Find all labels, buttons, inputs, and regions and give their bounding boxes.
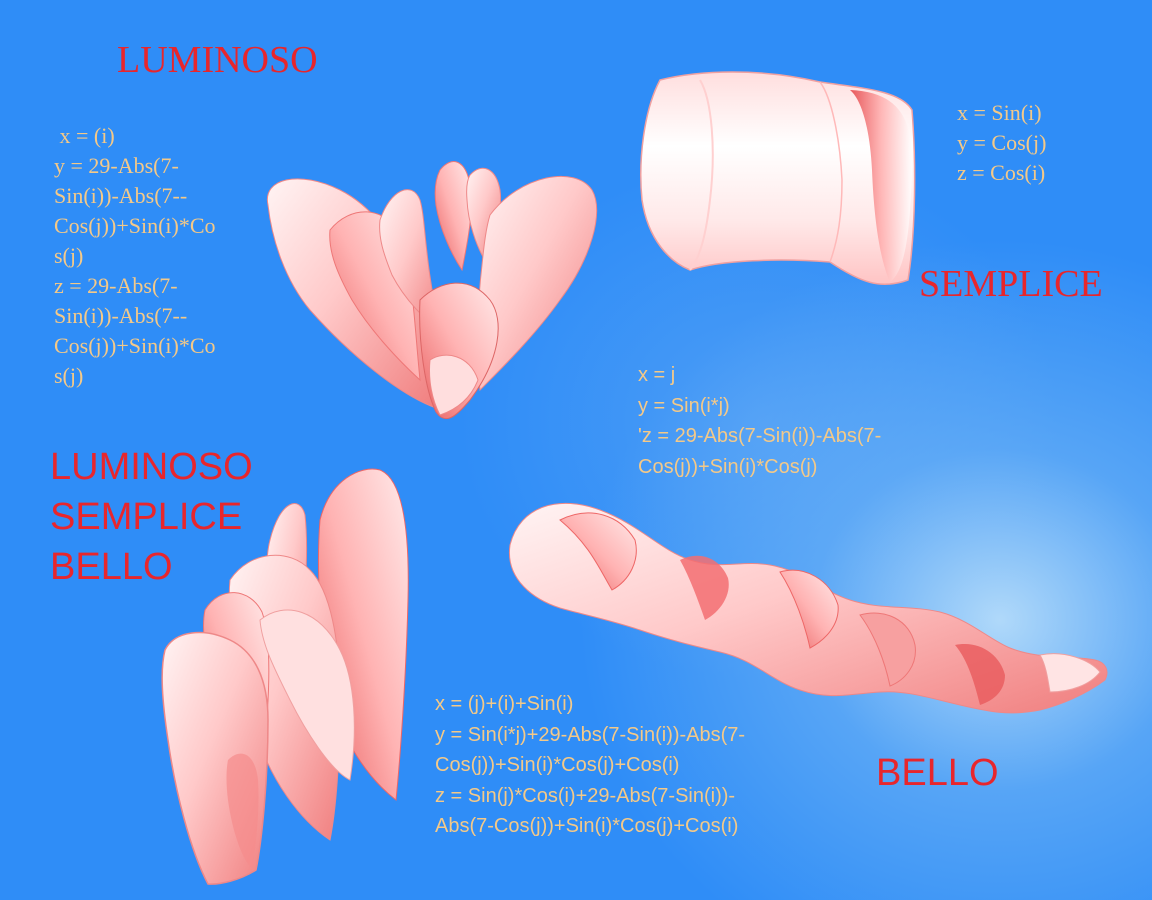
luminoso-formula: x = (i) y = 29-Abs(7- Sin(i))-Abs(7-- Co… (54, 121, 216, 391)
formula-line: s(j) (54, 243, 84, 268)
formula-line: y = 29-Abs(7- (54, 153, 179, 178)
bello-surface (509, 503, 1108, 714)
formula-line: s(j) (54, 363, 84, 388)
formula-line: Abs(7-Cos(j))+Sin(i)*Cos(j)+Cos(i) (435, 815, 739, 837)
formula-line: Cos(j))+Sin(i)*Cos(j)+Cos(i) (435, 754, 680, 776)
combo-surface (161, 468, 409, 885)
combo-title-semplice: SEMPLICE (50, 496, 243, 538)
combo-title-luminoso: LUMINOSO (50, 446, 253, 488)
semplice-formula: x = Sin(i) y = Cos(j) z = Cos(i) (957, 98, 1046, 188)
formula-line: y = Cos(j) (957, 130, 1047, 155)
formula-line: Cos(j))+Sin(i)*Co (54, 333, 216, 358)
bottom-formula: x = (j)+(i)+Sin(i) y = Sin(i*j)+29-Abs(7… (435, 689, 745, 842)
formula-line: x = (i) (54, 123, 115, 148)
formula-line: Cos(j))+Sin(i)*Co (54, 213, 216, 238)
formula-line: Sin(i))-Abs(7-- (54, 303, 188, 328)
formula-line: y = Sin(i*j) (638, 394, 730, 417)
luminoso-surface (266, 161, 598, 420)
bello-title: BELLO (876, 752, 999, 794)
formula-line: x = Sin(i) (957, 100, 1042, 125)
formula-line: x = j (638, 364, 676, 386)
middle-formula: x = j y = Sin(i*j) 'z = 29-Abs(7-Sin(i))… (638, 360, 881, 482)
semplice-title: SEMPLICE (919, 263, 1103, 305)
semplice-surface (640, 71, 916, 286)
formula-line: Sin(i))-Abs(7-- (54, 183, 188, 208)
formula-line: 'z = 29-Abs(7-Sin(i))-Abs(7- (638, 425, 882, 447)
formula-line: z = Sin(j)*Cos(i)+29-Abs(7-Sin(i))- (435, 784, 736, 807)
luminoso-title: LUMINOSO (117, 39, 318, 81)
formula-line: x = (j)+(i)+Sin(i) (435, 693, 574, 715)
formula-line: Cos(j))+Sin(i)*Cos(j) (638, 455, 818, 478)
formula-line: y = Sin(i*j)+29-Abs(7-Sin(i))-Abs(7- (435, 723, 746, 746)
combo-title: LUMINOSO SEMPLICE BELLO (50, 442, 253, 592)
formula-line: z = Cos(i) (957, 160, 1046, 185)
combo-title-bello: BELLO (50, 546, 173, 588)
formula-line: z = 29-Abs(7- (54, 273, 178, 298)
